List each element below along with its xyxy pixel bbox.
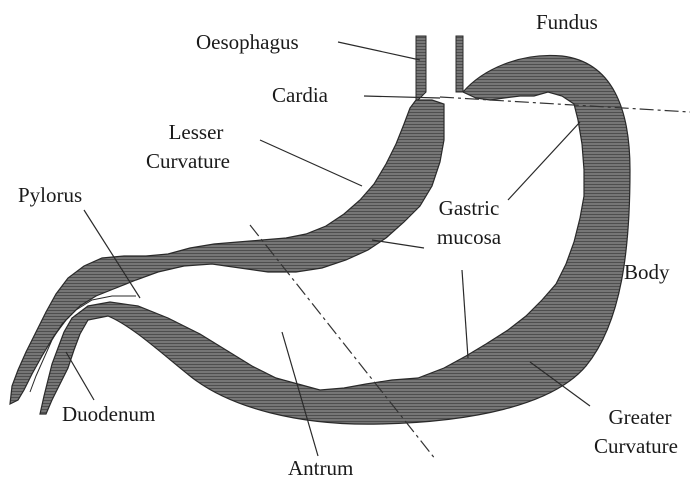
gastric-mucosa-leader-2 (372, 240, 424, 248)
pylorus-label: Pylorus (18, 183, 82, 208)
oesophagus-leader (338, 42, 420, 60)
gastric-mucosa-label-line2: mucosa (424, 225, 514, 250)
cardia-leader (364, 96, 440, 98)
gastric-mucosa-label-line1: Gastric (424, 196, 514, 221)
fundus-reference-line (440, 97, 690, 112)
greater-curvature-label-line1: Greater (588, 405, 692, 430)
lesser-curvature-leader (260, 140, 362, 186)
lesser-curvature-label-line1: Lesser (146, 120, 246, 145)
body-label: Body (624, 260, 670, 285)
fundus-label: Fundus (536, 10, 598, 35)
duodenum-label: Duodenum (62, 402, 155, 427)
oesophagus-shape (416, 36, 463, 100)
gastric-mucosa-leader-1 (508, 122, 580, 200)
greater-curvature-label-line2: Curvature (594, 434, 678, 459)
gastric-mucosa-leader-3 (462, 270, 468, 358)
cardia-label: Cardia (272, 83, 328, 108)
antrum-label: Antrum (288, 456, 353, 481)
lesser-curvature-label-line2: Curvature (146, 149, 230, 174)
duodenum-leader (66, 352, 94, 400)
oesophagus-label: Oesophagus (196, 30, 299, 55)
